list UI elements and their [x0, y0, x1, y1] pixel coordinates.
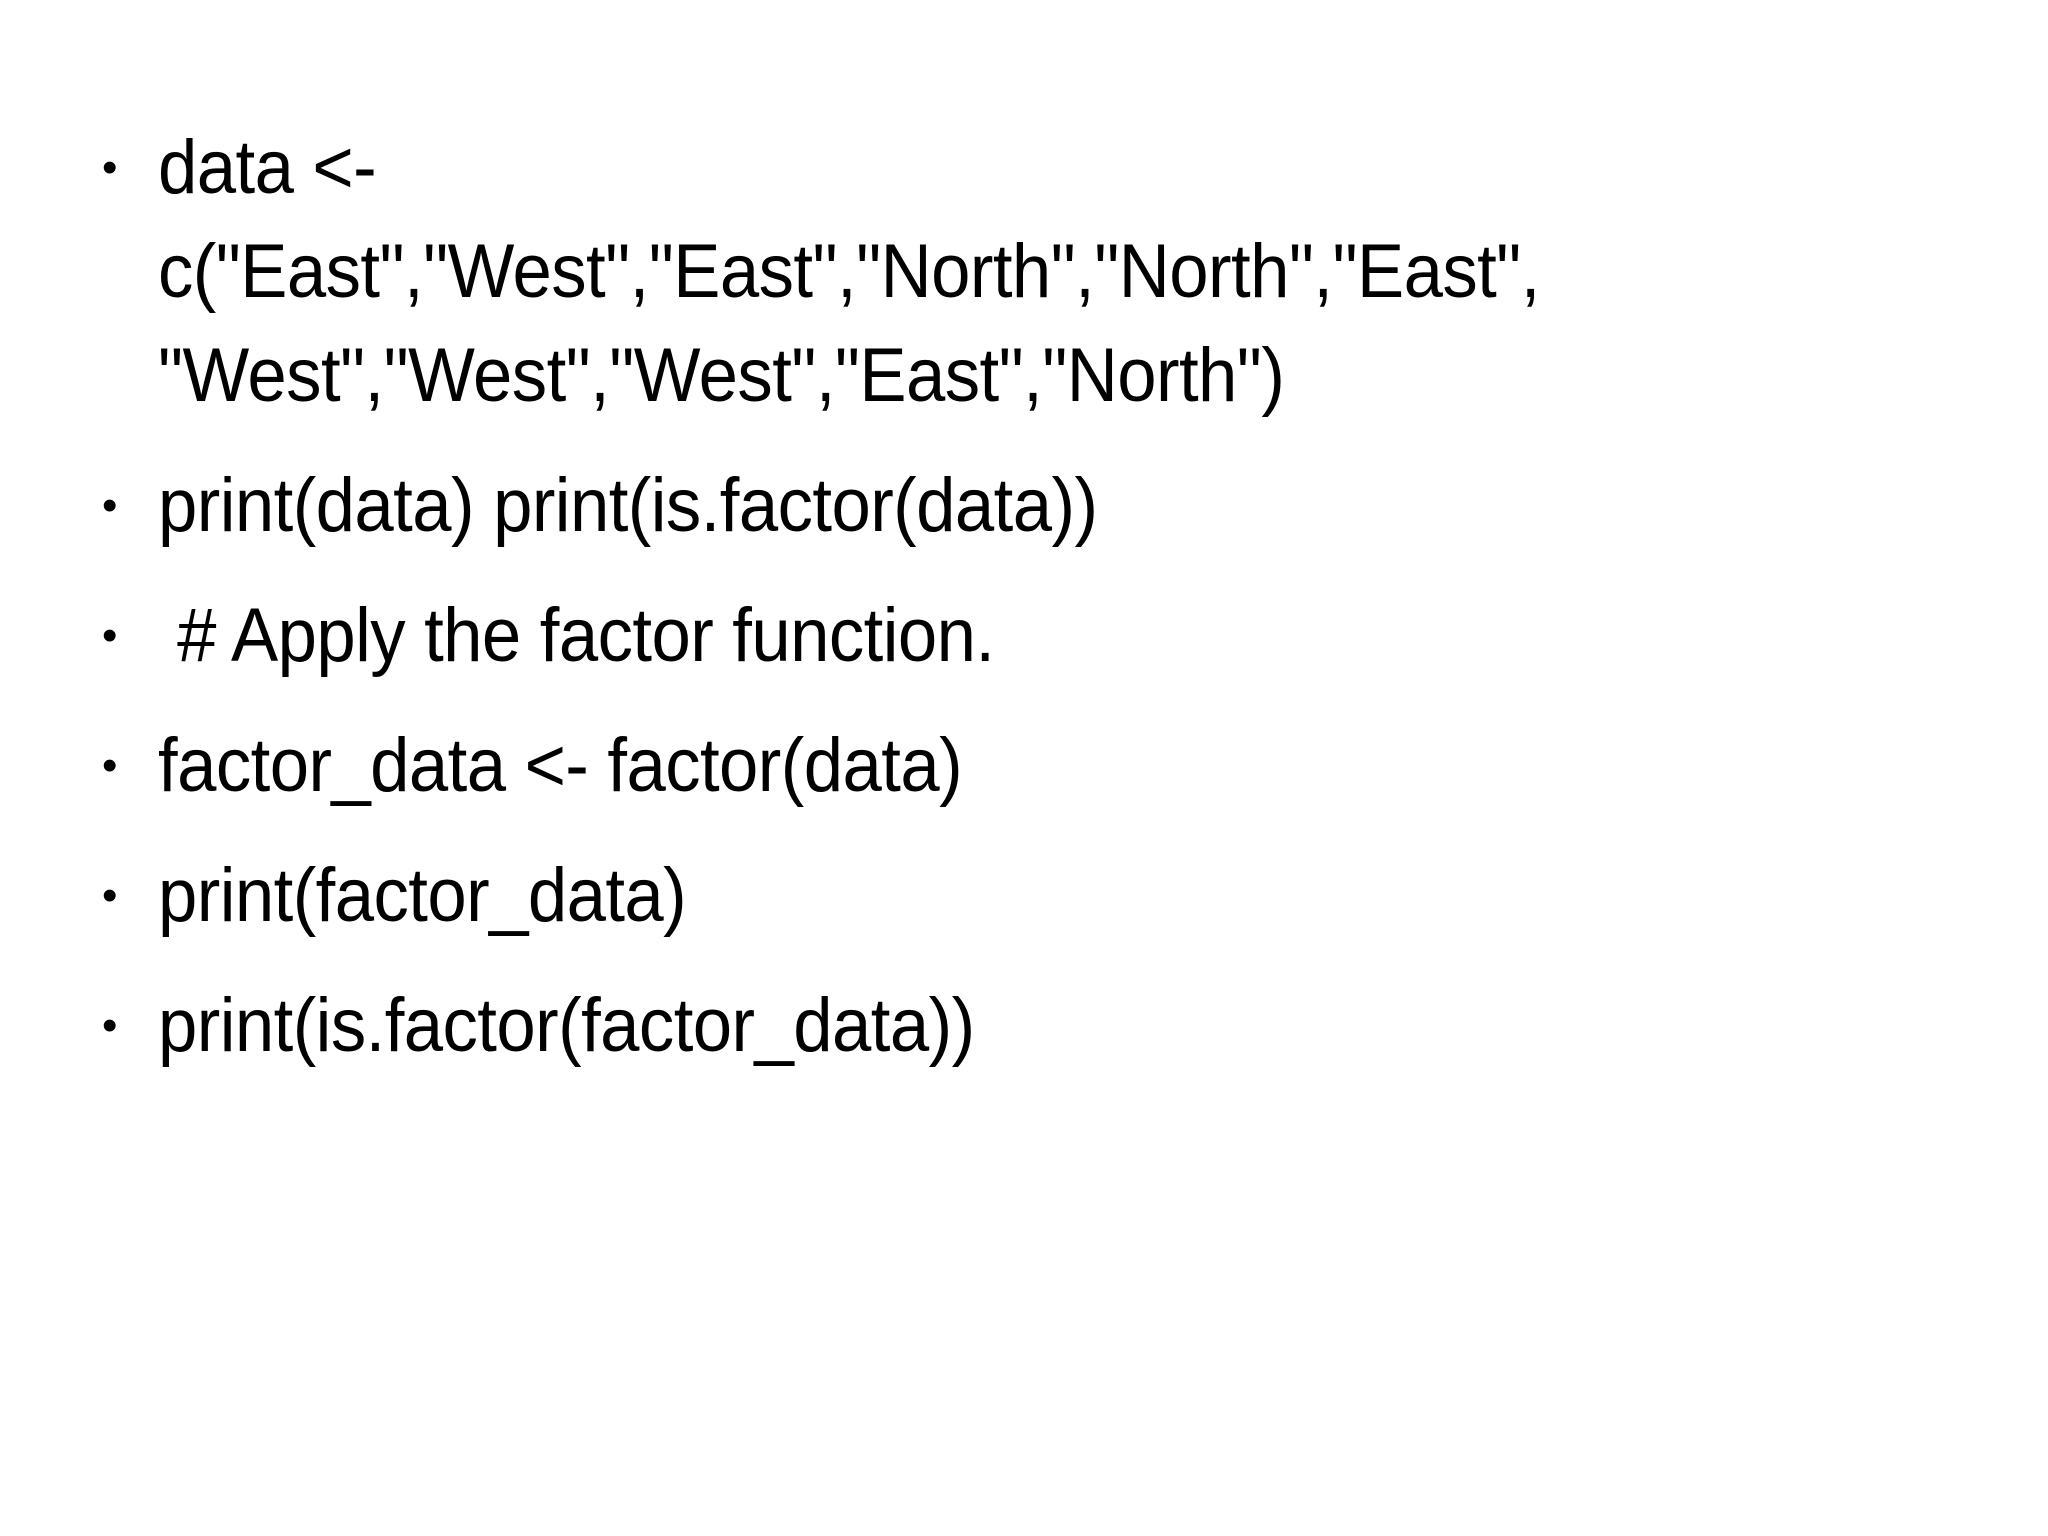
list-item-factor-data-assignment[interactable]: • factor_data <- factor(data): [96, 714, 1976, 818]
content-placeholder: • data <- c("East","West","East","North"…: [96, 116, 1976, 1104]
bullet-point-icon: •: [102, 143, 118, 192]
list-item-text: print(data) print(is.factor(data)): [158, 463, 1098, 548]
list-item-text: print(factor_data): [158, 853, 687, 938]
bullet-point-icon: •: [102, 1001, 118, 1050]
list-item-data-assignment[interactable]: • data <- c("East","West","East","North"…: [96, 116, 1976, 428]
list-item-comment-apply-factor-function[interactable]: • # Apply the factor function.: [96, 584, 1976, 688]
list-item-print-is-factor-factor-data[interactable]: • print(is.factor(factor_data)): [96, 974, 1976, 1078]
bullet-point-icon: •: [102, 871, 118, 920]
bullet-point-icon: •: [102, 611, 118, 660]
list-item-print-factor-data[interactable]: • print(factor_data): [96, 844, 1976, 948]
bullet-point-icon: •: [102, 741, 118, 790]
list-item-text: print(is.factor(factor_data)): [158, 983, 975, 1068]
list-item-text: factor_data <- factor(data): [158, 723, 963, 808]
list-item-text: # Apply the factor function.: [158, 593, 995, 678]
list-item-print-data-and-is-factor[interactable]: • print(data) print(is.factor(data)): [96, 454, 1976, 558]
bullet-point-icon: •: [102, 481, 118, 530]
list-item-text: data <- c("East","West","East","North","…: [158, 125, 1559, 418]
